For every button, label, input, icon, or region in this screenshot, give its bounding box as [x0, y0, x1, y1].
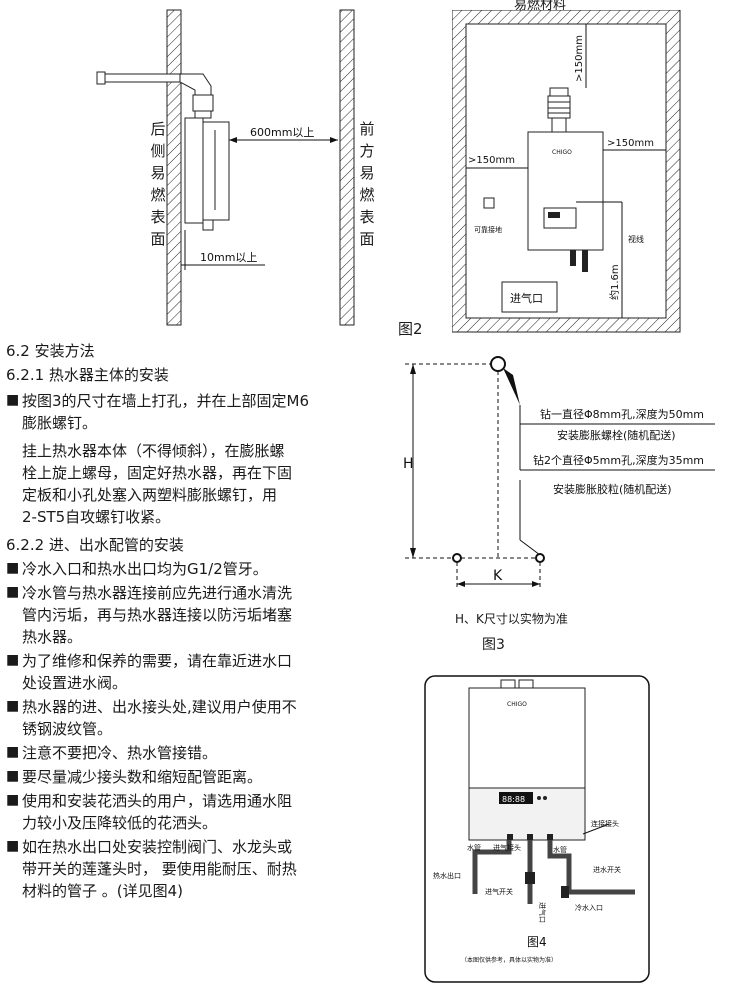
l-gas-switch: 进气开关	[485, 887, 513, 896]
bullet-icon: ■	[6, 584, 20, 600]
ground-socket-icon	[483, 197, 495, 209]
l-gas-inlet: 进气口	[538, 902, 547, 923]
p2-line3: 定板和小孔处塞入两塑料膨胀螺钉，用	[22, 486, 278, 504]
fig4-brand: CHIGO	[507, 701, 527, 708]
bullet-icon: ■	[6, 744, 20, 760]
b4-line1: 热水器的进、出水接头处,建议用户使用不	[22, 698, 297, 716]
figure-2-front-clearance: CHIGO >150mm >150mm >150mm 视线 约1.6m 可靠接地…	[452, 10, 681, 333]
front-wall	[339, 9, 355, 326]
flue-pipe	[96, 71, 214, 119]
fig2-caption: 图2	[398, 320, 423, 338]
b4-line2: 锈钢波纹管。	[22, 720, 113, 738]
rear-surface-label: 后 侧 易 燃 表 面	[150, 120, 166, 248]
bullet-icon: ■	[6, 560, 20, 576]
b8-line3: 材料的管子 。(详见图4)	[22, 882, 184, 900]
note1-line2: 安装膨胀螺栓(随机配送)	[557, 428, 676, 442]
inlet-box	[501, 281, 558, 313]
l-inlet-switch: 进水开关	[593, 865, 621, 874]
fig4-note: （本图仅供参考，具体以实物为准）	[461, 956, 557, 964]
display-screen	[499, 792, 533, 804]
b2-line1: 冷水管与热水器连接前应先进行通水清洗	[22, 584, 293, 602]
top-hole	[490, 356, 506, 372]
heater-front	[527, 131, 604, 251]
heater-brand: CHIGO	[552, 149, 572, 156]
b2-line2: 管内污垢，再与热水器连接以防污垢堵塞	[22, 606, 293, 624]
l-water-pipe-right: 水管	[553, 845, 567, 854]
bullet-icon: ■	[6, 838, 20, 854]
p1-line2: 膨胀螺钉。	[22, 414, 98, 432]
bottom-hole-right	[535, 553, 545, 563]
b7-line1: 使用和安装花洒头的用户，请选用通水阻	[22, 792, 293, 810]
height-label: 约1.6m	[608, 264, 621, 300]
l-gas-connector: 进气接头	[493, 843, 521, 852]
dim-left: >150mm	[468, 155, 515, 166]
l-water-pipe-left: 水管	[467, 843, 481, 852]
b7-line2: 力较小及压降较低的花洒头。	[22, 814, 218, 832]
display-digits: 88:88	[502, 795, 525, 804]
flue-top	[547, 87, 571, 133]
ground-label: 可靠接地	[474, 225, 502, 234]
p2-line4: 2-ST5自攻螺钉收紧。	[22, 508, 171, 526]
k-label: K	[493, 568, 503, 584]
inlet-label: 进气口	[510, 291, 543, 305]
dim-right: >150mm	[607, 138, 654, 149]
h-label: H	[403, 456, 414, 472]
fig3-caption: 图3	[482, 637, 505, 653]
figure-4-piping-diagram: CHIGO 88:88 连接接头 水管 进气接头 水管 进水开关 热水出口 进气…	[424, 675, 650, 983]
fig3-footnote: H、K尺寸以实物为准	[455, 612, 568, 626]
front-surface-label: 前 方 易 燃 表 面	[359, 120, 375, 248]
b8-line1: 如在热水出口处安装控制阀门、水龙头或	[22, 838, 293, 856]
bottom-hole-left	[452, 553, 462, 563]
l-connector: 连接接头	[591, 819, 619, 828]
note2-line2: 安装膨胀胶粒(随机配送)	[553, 482, 672, 496]
note1-line1: 钻一直径Φ8mm孔,深度为50mm	[540, 407, 704, 421]
section-heading-6-2: 6.2 安装方法	[6, 342, 95, 360]
b5: 注意不要把冷、热水管接错。	[22, 744, 218, 762]
bullet-icon: ■	[6, 768, 20, 784]
p2-line1: 挂上热水器本体（不得倾斜），在膨胀螺	[22, 442, 285, 460]
figure-3-drill-template: H 钻一直径Φ8mm孔,深度为50mm 安装膨胀螺栓(随机配送) 钻2个直径Φ5…	[403, 356, 715, 588]
heater-side-view	[184, 117, 230, 231]
section-heading-6-2-1: 6.2.1 热水器主体的安装	[6, 366, 169, 384]
l-hot-outlet: 热水出口	[433, 871, 461, 880]
p2-line2: 栓上旋上螺母，固定好热水器，再在下固	[22, 464, 293, 482]
fig4-caption: 图4	[527, 935, 547, 949]
l-cold-inlet: 冷水入口	[575, 903, 603, 912]
dim-10-label: 10mm以上	[200, 251, 257, 264]
bullet-icon: ■	[6, 652, 20, 668]
p1-line1: 按图3的尺寸在墙上打孔，并在上部固定M6	[22, 392, 310, 410]
b3-line1: 为了维修和保养的需要，请在靠近进水口	[22, 652, 293, 670]
b2-line3: 热水器。	[22, 628, 83, 646]
b1: 冷水入口和热水出口均为G1/2管牙。	[22, 560, 268, 578]
b8-line2: 带开关的莲蓬头时， 要使用能耐压、耐热	[22, 860, 297, 878]
figure-1-side-clearance: 600mm以上 10mm以上	[96, 9, 355, 326]
bullet-icon: ■	[6, 792, 20, 808]
dim-600-label: 600mm以上	[250, 126, 314, 139]
section-heading-6-2-2: 6.2.2 进、出水配管的安装	[6, 536, 184, 554]
dim-top: >150mm	[574, 35, 585, 82]
bullet-icon: ■	[6, 392, 20, 408]
sight-label: 视线	[628, 234, 644, 244]
b6: 要尽量减少接头数和缩短配管距离。	[22, 768, 263, 786]
note2-line1: 钻2个直径Φ5mm孔,深度为35mm	[533, 453, 704, 467]
rear-wall	[166, 9, 182, 326]
b3-line2: 处设置进水阀。	[22, 674, 128, 692]
bullet-icon: ■	[6, 698, 20, 714]
